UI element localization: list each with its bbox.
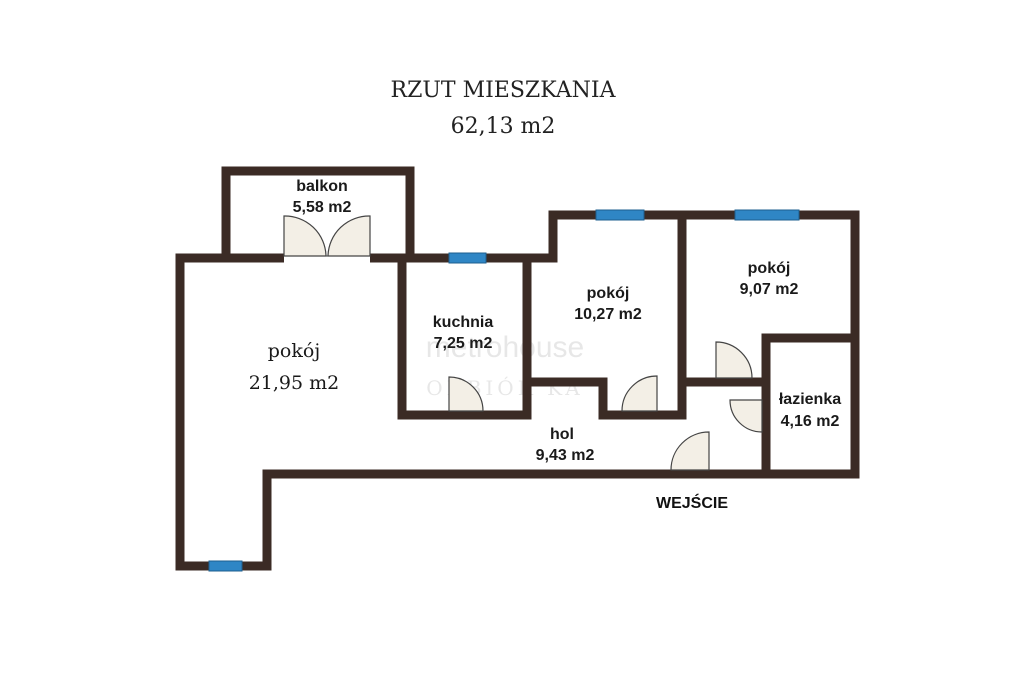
bathroom-area: 4,16 m2	[781, 413, 840, 430]
entrance-label: WEJŚCIE	[656, 493, 728, 512]
plan-title: RZUT MIESZKANIA	[391, 78, 617, 103]
bathroom-name: łazienka	[779, 391, 841, 408]
watermark-brand: metrohouse	[426, 331, 584, 364]
balcony-wall	[221, 166, 415, 263]
hall-name: hol	[550, 426, 574, 443]
window-kitchen	[448, 252, 487, 264]
living-room-name: pokój	[268, 340, 320, 362]
walls	[175, 166, 860, 571]
window-middle-room	[595, 209, 645, 221]
balcony-area: 5,58 m2	[293, 199, 352, 216]
balcony-door-right	[327, 215, 371, 257]
middle-room-name: pokój	[587, 285, 630, 302]
middle-room-area: 10,27 m2	[574, 306, 642, 323]
balcony-name: balkon	[296, 178, 348, 195]
entrance-door	[670, 431, 710, 471]
window-living-room	[208, 560, 243, 572]
balcony-door-left	[283, 215, 327, 257]
window-right-room	[734, 209, 800, 221]
right-room-door	[715, 341, 753, 379]
living-room-area: 21,95 m2	[249, 372, 340, 394]
right-room-name: pokój	[748, 260, 791, 277]
kitchen-door	[448, 376, 484, 412]
bathroom-door	[729, 399, 763, 433]
middle-room-door	[621, 375, 658, 412]
room-labels: balkon 5,58 m2 pokój 21,95 m2 kuchnia 7,…	[249, 178, 842, 464]
hall-area: 9,43 m2	[536, 447, 595, 464]
right-room-area: 9,07 m2	[740, 281, 799, 298]
kitchen-area: 7,25 m2	[434, 335, 493, 352]
doors	[283, 215, 763, 471]
windows	[208, 209, 800, 572]
middle-room-bottom-left	[522, 377, 608, 420]
total-area: 62,13 m2	[451, 114, 556, 139]
kitchen-name: kuchnia	[433, 314, 494, 331]
